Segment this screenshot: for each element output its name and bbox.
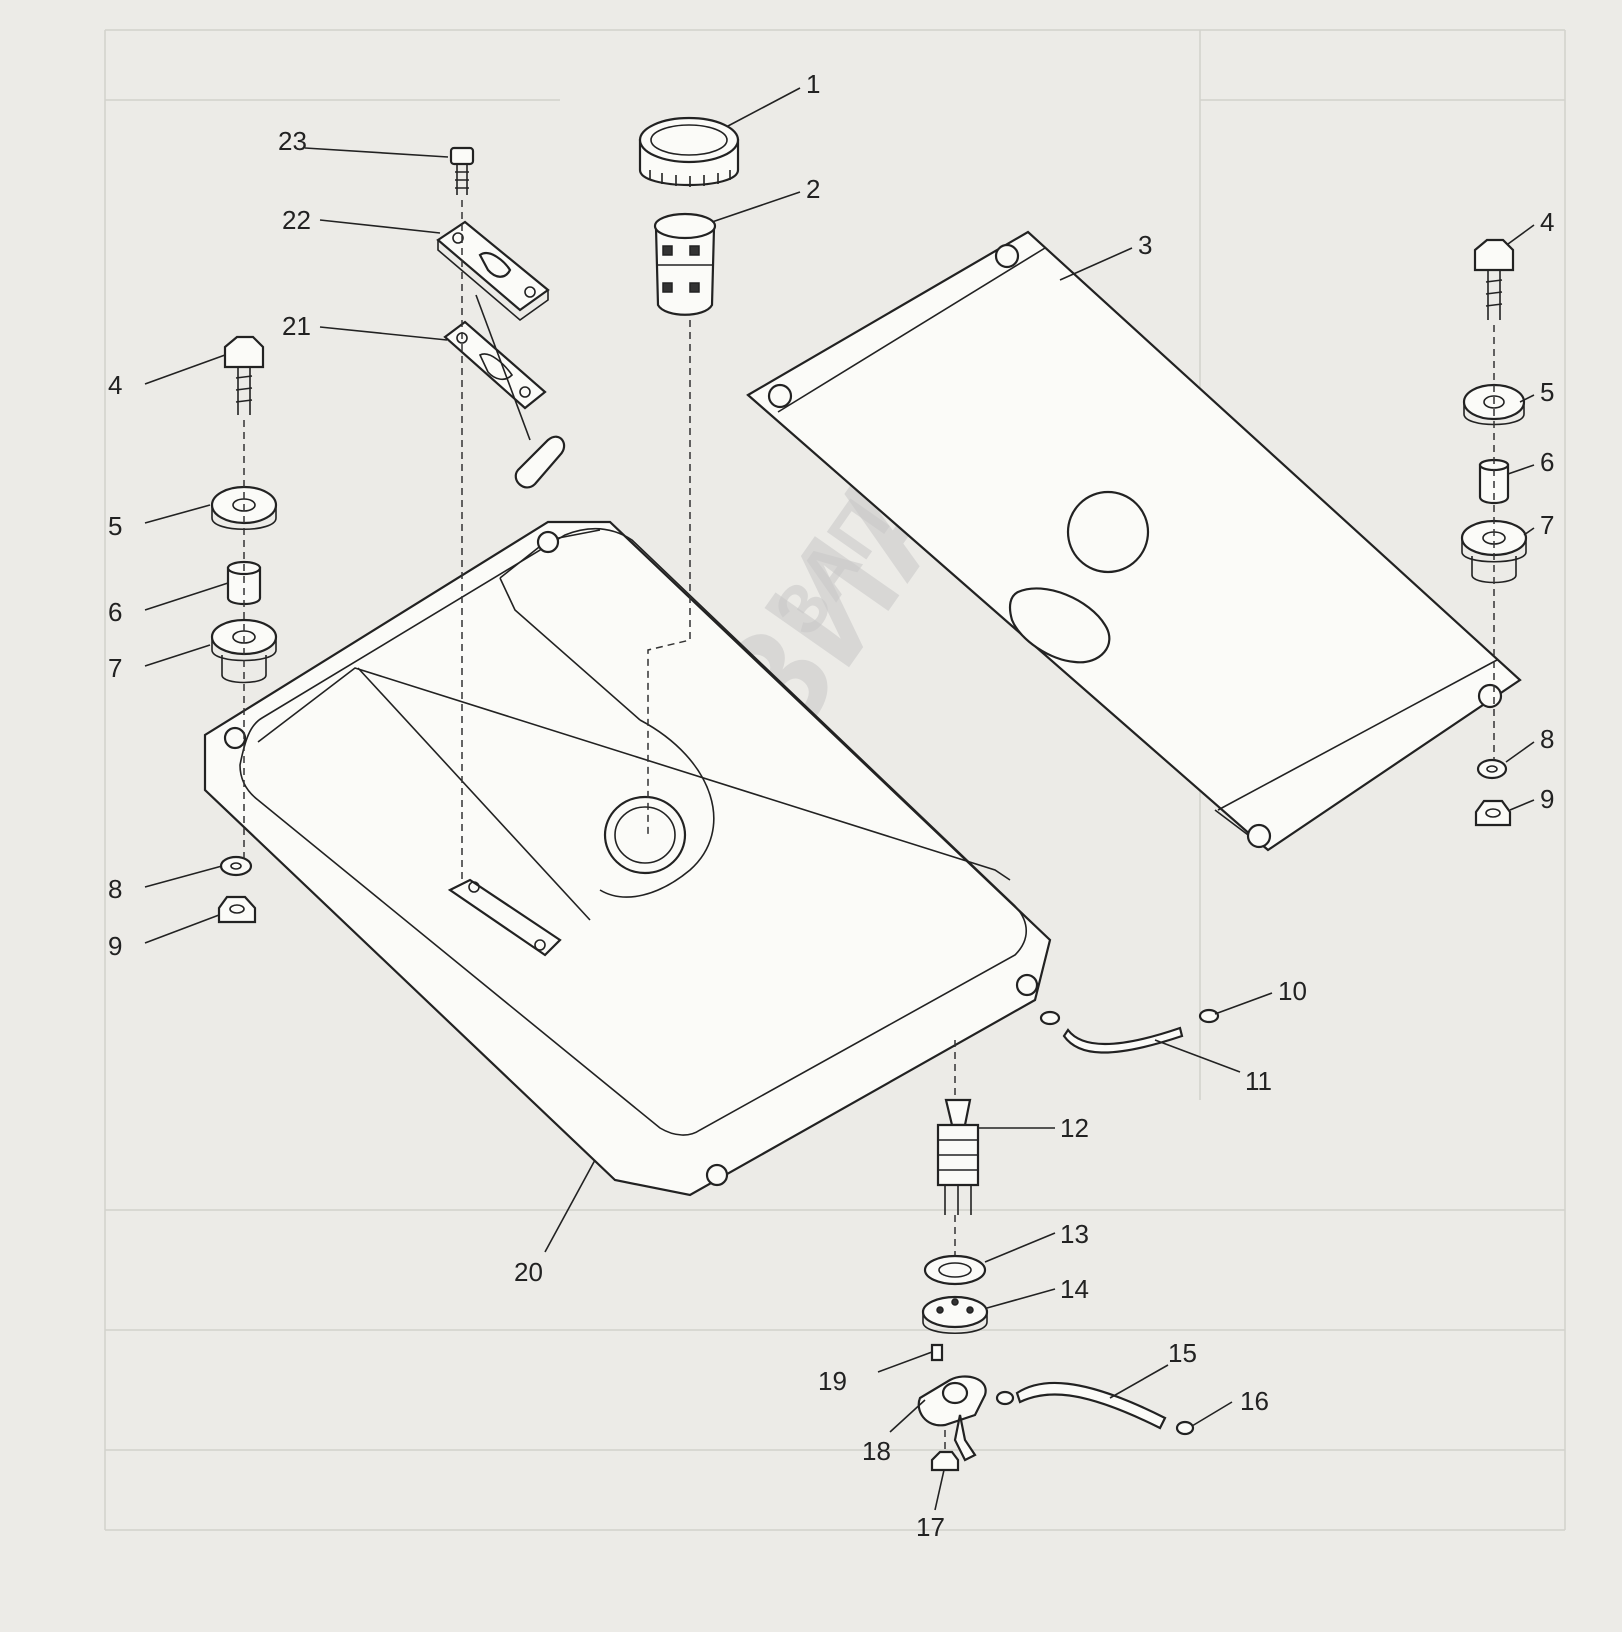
callout-9-right: 9 (1540, 784, 1554, 814)
callout-16: 16 (1240, 1386, 1269, 1416)
assembly-axes (243, 200, 1495, 1450)
background-table-lines (104, 29, 1566, 1531)
callout-2: 2 (806, 174, 820, 204)
clamp-part-10a (1039, 1010, 1061, 1026)
callout-3: 3 (1138, 230, 1152, 260)
fuel-valve-parts (917, 1008, 1220, 1472)
callout-labels: 1 2 3 4 5 6 7 8 9 4 5 6 7 8 9 23 22 21 1… (108, 69, 1554, 1542)
cover-plate-part-3 (746, 230, 1522, 852)
callout-20: 20 (514, 1257, 543, 1287)
plate-slot-opening (1008, 587, 1111, 664)
callout-8-left: 8 (108, 874, 122, 904)
leader-lines (144, 87, 1535, 1511)
callout-7-left: 7 (108, 653, 122, 683)
tank-hole-e (1015, 973, 1039, 997)
gauge-screw-part-23 (449, 146, 475, 166)
plate-hole-se (1477, 683, 1503, 709)
callout-23: 23 (278, 126, 307, 156)
callout-14: 14 (1060, 1274, 1089, 1304)
fuel-cap-part-1 (638, 116, 740, 187)
fuel-gauge-parts-21-23 (436, 146, 566, 489)
callout-17: 17 (916, 1512, 945, 1542)
plate-hole-nw (767, 383, 793, 409)
tank-filler-neck (603, 795, 687, 875)
callout-7-right: 7 (1540, 510, 1554, 540)
callout-5-left: 5 (108, 511, 122, 541)
callout-18: 18 (862, 1436, 891, 1466)
tank-hole-w (223, 726, 247, 750)
callout-11: 11 (1245, 1066, 1272, 1096)
callout-5-right: 5 (1540, 377, 1554, 407)
callout-4-right: 4 (1540, 207, 1554, 237)
plate-round-opening (1066, 490, 1150, 574)
callout-13: 13 (1060, 1219, 1089, 1249)
callout-4-left: 4 (108, 370, 122, 400)
screw-part-19 (930, 1343, 944, 1362)
clamp-part-16b (1175, 1420, 1195, 1436)
gauge-gasket-part-21 (443, 320, 547, 410)
clamp-part-10b (1198, 1008, 1220, 1024)
strainer-part-2 (653, 212, 717, 316)
callout-15: 15 (1168, 1338, 1197, 1368)
callout-8-right: 8 (1540, 724, 1554, 754)
plate-hole-ne (994, 243, 1020, 269)
tank-hole-s (705, 1163, 729, 1187)
callout-9-left: 9 (108, 931, 122, 961)
nut-part-17 (930, 1450, 960, 1472)
callout-10: 10 (1278, 976, 1307, 1006)
gasket-part-13 (923, 1254, 987, 1286)
callout-12: 12 (1060, 1113, 1089, 1143)
filter-part-12 (944, 1098, 972, 1127)
plate-hole-sw (1246, 823, 1272, 849)
callout-21: 21 (282, 311, 311, 341)
clamp-part-16a (995, 1390, 1015, 1406)
hose-part-15 (1015, 1381, 1167, 1430)
tank-hole-nw (536, 530, 560, 554)
fuel-tank-part-20 (203, 520, 1052, 1197)
callout-19: 19 (818, 1366, 847, 1396)
callout-1: 1 (806, 69, 820, 99)
callout-6-left: 6 (108, 597, 122, 627)
callout-22: 22 (282, 205, 311, 235)
callout-6-right: 6 (1540, 447, 1554, 477)
hose-part-11 (1062, 1026, 1184, 1054)
